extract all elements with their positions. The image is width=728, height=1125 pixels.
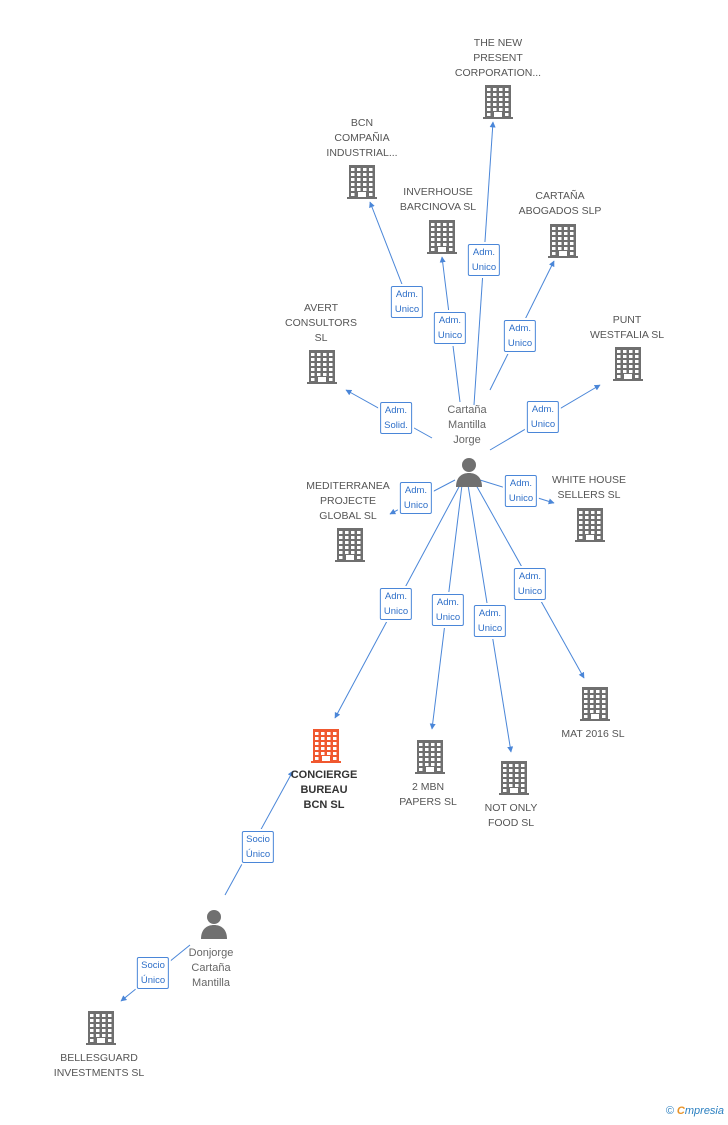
person-icon[interactable] [454,457,484,492]
building-icon[interactable] [548,224,578,263]
role-badge-mat2016: Adm. Unico [513,568,547,600]
company-label-bellesguard[interactable]: BELLESGUARD INVESTMENTS SL [53,1052,145,1079]
building-icon[interactable] [307,350,337,389]
brand-name: mpresia [684,1105,724,1117]
role-badge-bellesguard: Socio Único [136,957,170,989]
footer-brand: © Cmpresia [666,1105,724,1117]
copyright-symbol: © [665,1105,674,1117]
company-label-inverhouse[interactable]: INVERHOUSE BARCINOVA SL [399,186,477,213]
company-label-cartana-abogados[interactable]: CARTAÑA ABOGADOS SLP [518,190,602,217]
company-label-bcn-compania[interactable]: BCN COMPAÑIA INDUSTRIAL... [326,117,398,159]
building-icon[interactable] [483,85,513,124]
role-badge-cartana-abogados: Adm. Unico [503,320,537,352]
building-icon[interactable] [347,165,377,204]
building-icon[interactable] [499,761,529,800]
role-badge-concierge: Adm. Unico [379,588,413,620]
building-icon[interactable] [613,347,643,386]
building-icon[interactable] [86,1011,116,1050]
role-badge-mediterranea: Adm. Unico [399,482,433,514]
building-icon[interactable] [580,687,610,726]
company-label-white-house[interactable]: WHITE HOUSE SELLERS SL [551,474,627,501]
role-badge-concierge: Socio Único [241,831,275,863]
building-icon[interactable] [311,729,341,768]
role-badge-new-present: Adm. Unico [467,244,501,276]
company-label-new-present[interactable]: THE NEW PRESENT CORPORATION... [454,37,542,79]
company-label-not-only[interactable]: NOT ONLY FOOD SL [484,802,538,829]
person-icon[interactable] [199,909,229,944]
company-label-concierge[interactable]: CONCIERGE BUREAU BCN SL [290,769,358,811]
building-icon[interactable] [427,220,457,259]
building-icon[interactable] [335,528,365,567]
building-icon[interactable] [415,740,445,779]
building-icon[interactable] [575,508,605,547]
role-badge-punt: Adm. Unico [526,401,560,433]
company-label-avert[interactable]: AVERT CONSULTORS SL [285,302,357,344]
company-label-mediterranea[interactable]: MEDITERRANEA PROJECTE GLOBAL SL [306,480,390,522]
role-badge-avert: Adm. Solid. [380,402,412,434]
person-label-jorge[interactable]: Cartaña Mantilla Jorge [447,404,487,446]
brand-logo-letter: C [676,1105,685,1117]
person-label-donjorge[interactable]: Donjorge Cartaña Mantilla [188,947,234,989]
edge-jorge-to-bcn_compania [369,201,406,293]
role-badge-inverhouse: Adm. Unico [433,312,467,344]
company-label-punt[interactable]: PUNT WESTFALIA SL [589,314,665,341]
role-badge-mbn: Adm. Unico [431,594,465,626]
role-badge-white-house: Adm. Unico [504,475,538,507]
company-label-mbn[interactable]: 2 MBN PAPERS SL [399,781,457,808]
role-badge-bcn-compania: Adm. Unico [390,286,424,318]
role-badge-not-only: Adm. Unico [473,605,507,637]
company-label-mat2016[interactable]: MAT 2016 SL [561,728,625,740]
